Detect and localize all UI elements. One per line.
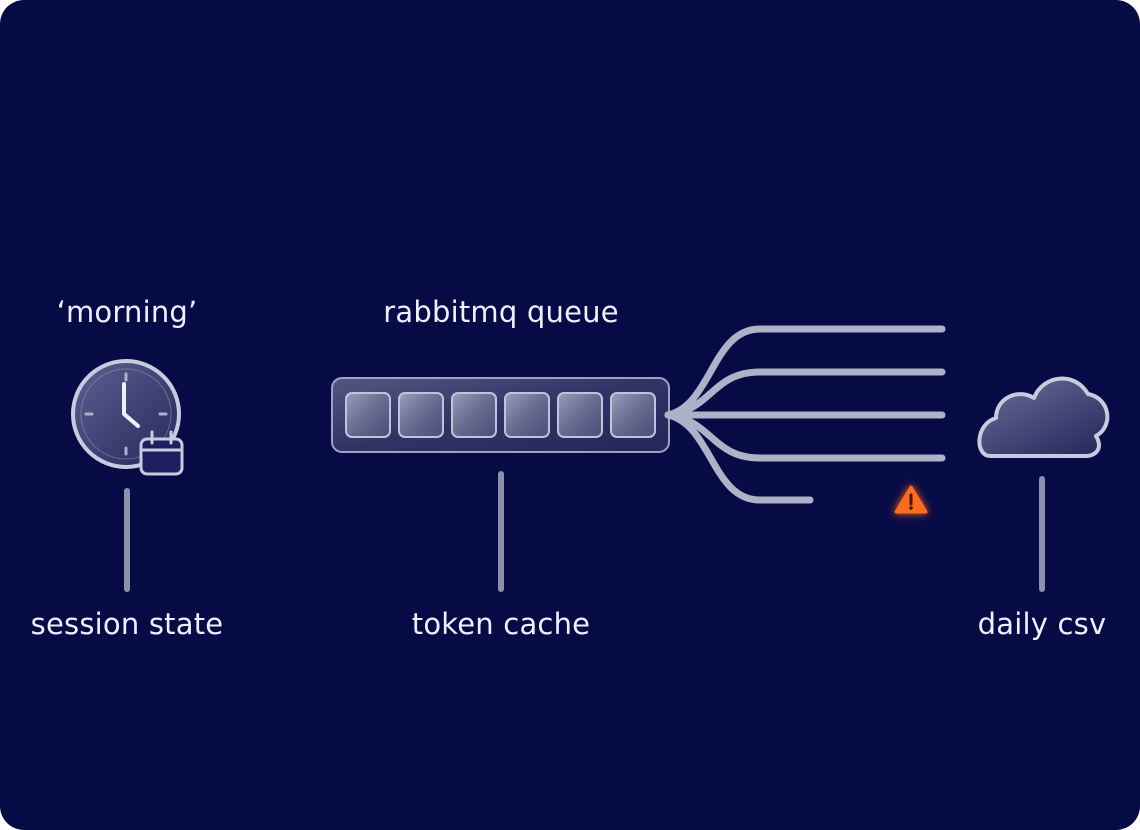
cloud-bottom-label: daily csv bbox=[977, 607, 1107, 641]
fanout-branch-failed bbox=[664, 411, 814, 504]
queue-slot bbox=[557, 392, 603, 438]
queue-slot bbox=[610, 392, 656, 438]
fanout-branches bbox=[664, 325, 946, 504]
calendar-icon bbox=[139, 430, 184, 476]
queue-slot bbox=[345, 392, 391, 438]
queue-slot bbox=[451, 392, 497, 438]
queue-slot bbox=[504, 392, 550, 438]
warning-icon bbox=[894, 485, 928, 514]
clock-bottom-label: session state bbox=[30, 607, 224, 641]
clock-top-label: ‘morning’ bbox=[56, 295, 198, 329]
cloud-icon bbox=[977, 376, 1110, 458]
queue-slot bbox=[398, 392, 444, 438]
queue-bottom-label: token cache bbox=[411, 607, 591, 641]
queue-top-label: rabbitmq queue bbox=[383, 295, 619, 329]
queue-icon bbox=[331, 377, 670, 453]
